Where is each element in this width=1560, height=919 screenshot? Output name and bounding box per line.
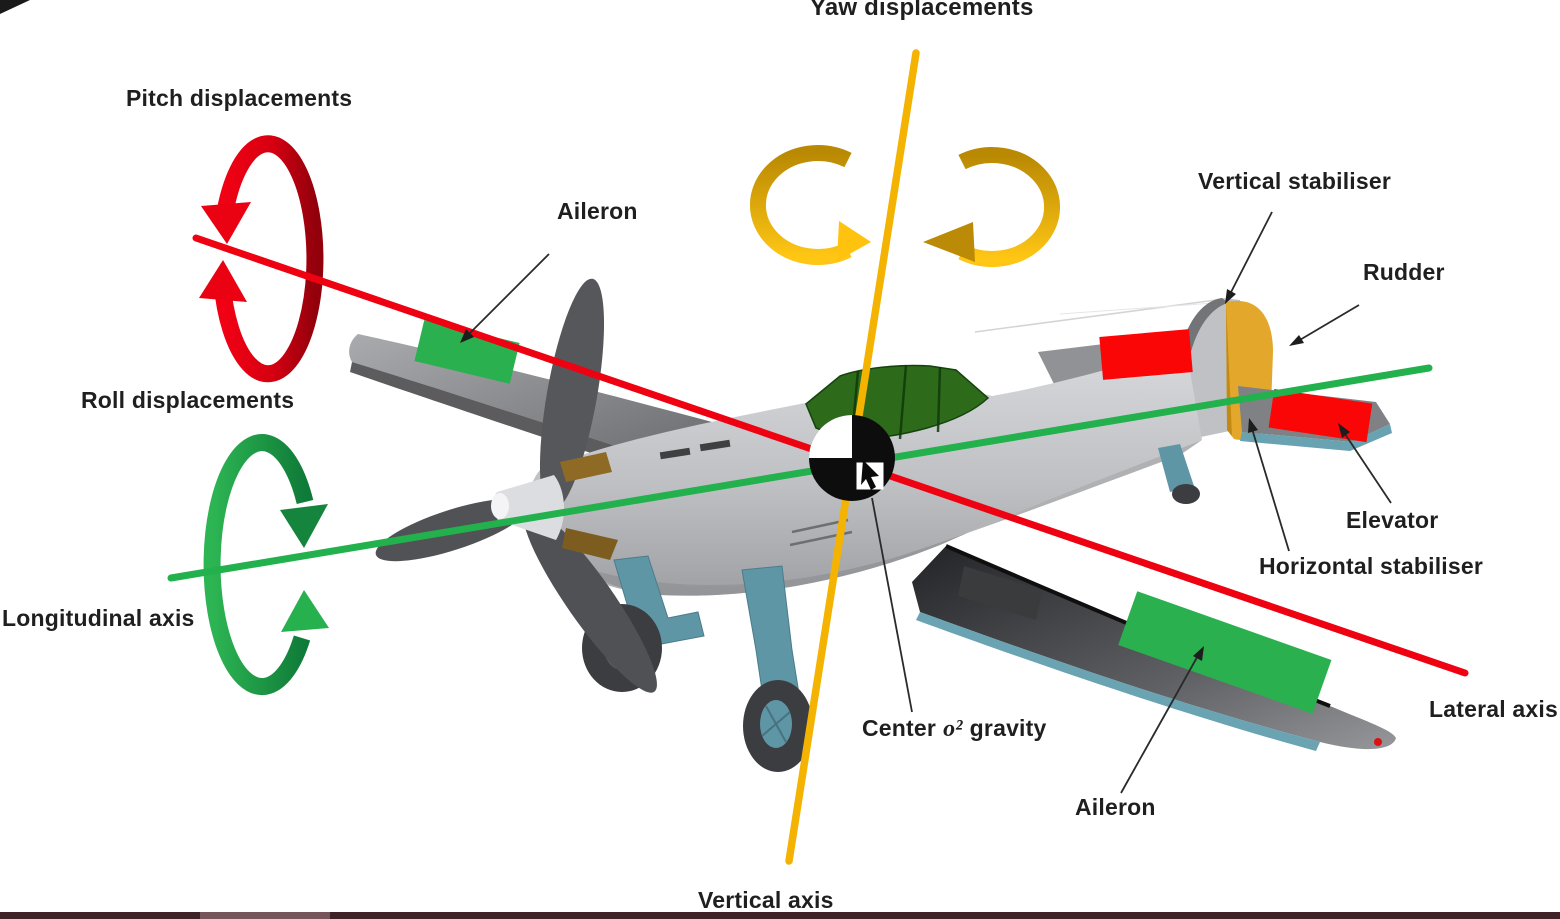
cog-text-pre: Center bbox=[862, 715, 937, 741]
leader-center-of-gravity bbox=[871, 497, 913, 713]
right-wing-trim bbox=[916, 612, 1320, 751]
aileron-marker-right bbox=[1118, 591, 1332, 714]
arrowhead bbox=[1338, 423, 1350, 438]
label-vertical-axis: Vertical axis bbox=[698, 887, 834, 913]
label-rudder: Rudder bbox=[1363, 259, 1445, 285]
label-aileron-left: Aileron bbox=[557, 198, 638, 224]
leader-lines bbox=[462, 211, 1392, 794]
yaw-rotation-arrow-icon bbox=[750, 145, 1060, 267]
cog-text-post: gravity bbox=[969, 715, 1047, 741]
arrowhead bbox=[1193, 646, 1204, 661]
arrowhead bbox=[1248, 418, 1258, 433]
engine-detail bbox=[560, 452, 612, 482]
antenna-wire bbox=[974, 299, 1217, 333]
arrowhead bbox=[1289, 335, 1304, 346]
exhaust-slit bbox=[699, 439, 731, 452]
label-horizontal-stabiliser: Horizontal stabiliser bbox=[1259, 553, 1484, 579]
arrowhead bbox=[280, 504, 328, 548]
antenna-wire bbox=[1059, 302, 1215, 315]
label-pitch-displacements: Pitch displacements bbox=[126, 85, 353, 111]
leader-elevator bbox=[1340, 427, 1392, 504]
label-longitudinal-axis: Longitudinal axis bbox=[2, 605, 195, 631]
cog-text-symbol: o² bbox=[943, 716, 963, 742]
bottom-edge-strip bbox=[0, 912, 1560, 919]
roll-rotation-arrow-icon bbox=[203, 434, 329, 696]
control-surface-markers bbox=[414, 320, 1373, 714]
arrowhead bbox=[1225, 289, 1236, 304]
label-yaw-displacements: Yaw displacements bbox=[810, 0, 1034, 21]
elevator-marker-left bbox=[1099, 329, 1193, 380]
spinner-tip bbox=[491, 493, 509, 519]
leader-aileron-right bbox=[1120, 651, 1201, 794]
pitch-rotation-arrow-icon bbox=[199, 135, 324, 383]
fin-leading-edge bbox=[1180, 298, 1228, 356]
bottom-edge-strip-light bbox=[200, 912, 330, 919]
propeller-blade bbox=[523, 507, 657, 693]
leader-horizontal-stabiliser bbox=[1249, 421, 1290, 552]
center-of-gravity-icon bbox=[809, 415, 895, 501]
mouse-cursor-icon bbox=[861, 460, 879, 490]
cg-white-quadrant bbox=[809, 415, 852, 458]
arrowhead bbox=[923, 222, 975, 262]
page-corner-artifact bbox=[0, 0, 30, 14]
arrowhead bbox=[837, 221, 871, 261]
exhaust-slit bbox=[659, 447, 691, 460]
label-elevator: Elevator bbox=[1346, 507, 1439, 533]
arrowhead bbox=[460, 329, 474, 343]
wingtip-light bbox=[1374, 738, 1382, 746]
arrowhead bbox=[199, 260, 247, 302]
elevator-marker-right bbox=[1268, 388, 1373, 443]
tail-wheel-strut bbox=[1158, 444, 1194, 492]
stabiliser-trim bbox=[1240, 424, 1392, 451]
radiator bbox=[958, 566, 1042, 620]
label-lateral-axis: Lateral axis bbox=[1429, 696, 1558, 722]
wheel-spoke bbox=[761, 711, 791, 737]
propeller-blade bbox=[539, 278, 605, 512]
leader-rudder bbox=[1292, 304, 1360, 345]
label-aileron-right: Aileron bbox=[1075, 794, 1156, 820]
canopy-frame bbox=[898, 364, 908, 440]
canopy-frame bbox=[936, 366, 942, 433]
leader-arrowheads bbox=[460, 289, 1350, 661]
leader-aileron-left bbox=[462, 253, 550, 341]
tail-wheel bbox=[1172, 484, 1200, 504]
label-vertical-stabiliser: Vertical stabiliser bbox=[1198, 168, 1392, 194]
arrowhead bbox=[201, 202, 251, 244]
longitudinal-axis-line bbox=[167, 364, 1433, 582]
aileron-marker-left bbox=[414, 320, 520, 384]
leader-vertical-stabiliser bbox=[1226, 211, 1273, 301]
engine-detail bbox=[562, 528, 618, 560]
arrowhead bbox=[281, 590, 329, 632]
label-roll-displacements: Roll displacements bbox=[81, 387, 295, 413]
